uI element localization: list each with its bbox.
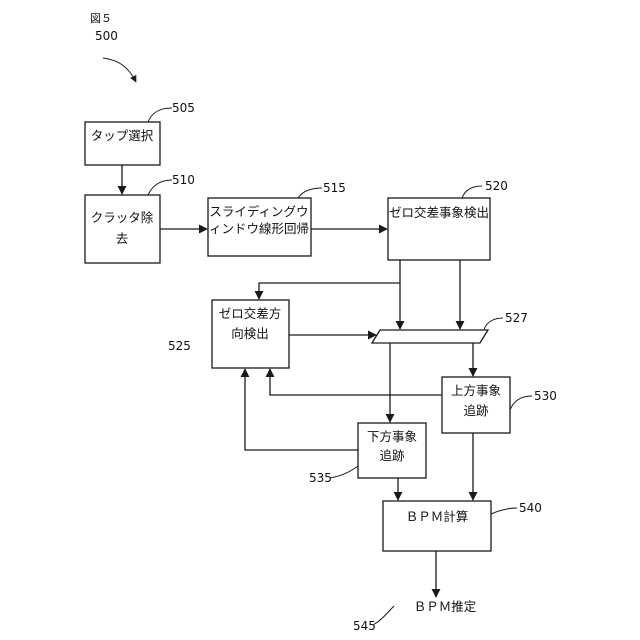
bpm-estimate-ref: 545 [353, 619, 376, 633]
zero-cross-detect-leader [462, 186, 482, 198]
upward-track-label-2: 追跡 [463, 403, 489, 418]
bpm-estimate-label: ＢＰＭ推定 [414, 599, 477, 614]
sliding-window-label-2: ィンドウ線形回帰 [209, 221, 309, 236]
sliding-window-label-1: スライディングウ [209, 204, 308, 219]
arrow-downward-feedback [245, 369, 358, 450]
figure-number: 500 [95, 29, 118, 43]
downward-track-ref: 535 [309, 471, 332, 485]
clutter-removal-leader [148, 180, 172, 195]
sliding-window-leader [298, 188, 322, 198]
arrow-upward-feedback [270, 369, 442, 395]
zero-cross-dir-label-2: 向検出 [231, 326, 269, 341]
clutter-removal-box [85, 195, 160, 263]
mux-selector [372, 330, 488, 343]
bpm-calc-label: ＢＰＭ計算 [406, 509, 469, 524]
bpm-estimate-leader [373, 606, 394, 625]
mux-leader [484, 318, 503, 330]
tap-select-leader [148, 108, 172, 122]
zero-cross-detect-ref: 520 [485, 179, 508, 193]
clutter-removal-label-2: 去 [116, 231, 129, 246]
mux-ref: 527 [505, 311, 528, 325]
clutter-removal-ref: 510 [172, 173, 195, 187]
zero-cross-dir-ref: 525 [168, 339, 191, 353]
tap-select-label: タップ選択 [91, 128, 154, 143]
upward-track-leader [510, 396, 532, 410]
tap-select-ref: 505 [172, 101, 195, 115]
bpm-calc-leader [491, 508, 517, 514]
upward-track-label-1: 上方事象 [451, 383, 501, 398]
figure-number-arrow [103, 58, 136, 82]
zero-cross-detect-label: ゼロ交差事象検出 [389, 205, 489, 220]
figure-label: 図５ [90, 12, 112, 25]
sliding-window-ref: 515 [323, 181, 346, 195]
upward-track-ref: 530 [534, 389, 557, 403]
zero-cross-dir-label-1: ゼロ交差方 [219, 306, 282, 321]
clutter-removal-label-1: クラッタ除 [91, 210, 154, 225]
bpm-calc-ref: 540 [519, 501, 542, 515]
downward-track-leader [330, 466, 358, 478]
arrow-detect-to-direction [259, 283, 400, 299]
downward-track-label-1: 下方事象 [367, 429, 417, 444]
downward-track-label-2: 追跡 [379, 448, 405, 463]
